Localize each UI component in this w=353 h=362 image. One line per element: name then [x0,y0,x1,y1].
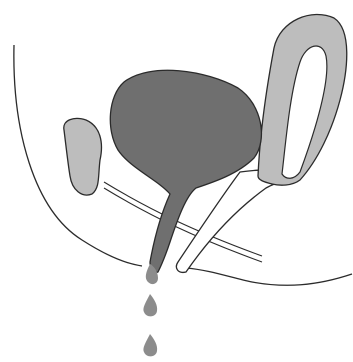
droplet [143,294,157,316]
bladder [110,70,261,272]
droplet [143,334,157,356]
perineum-contour [186,268,352,285]
pubic-bone [64,118,102,195]
